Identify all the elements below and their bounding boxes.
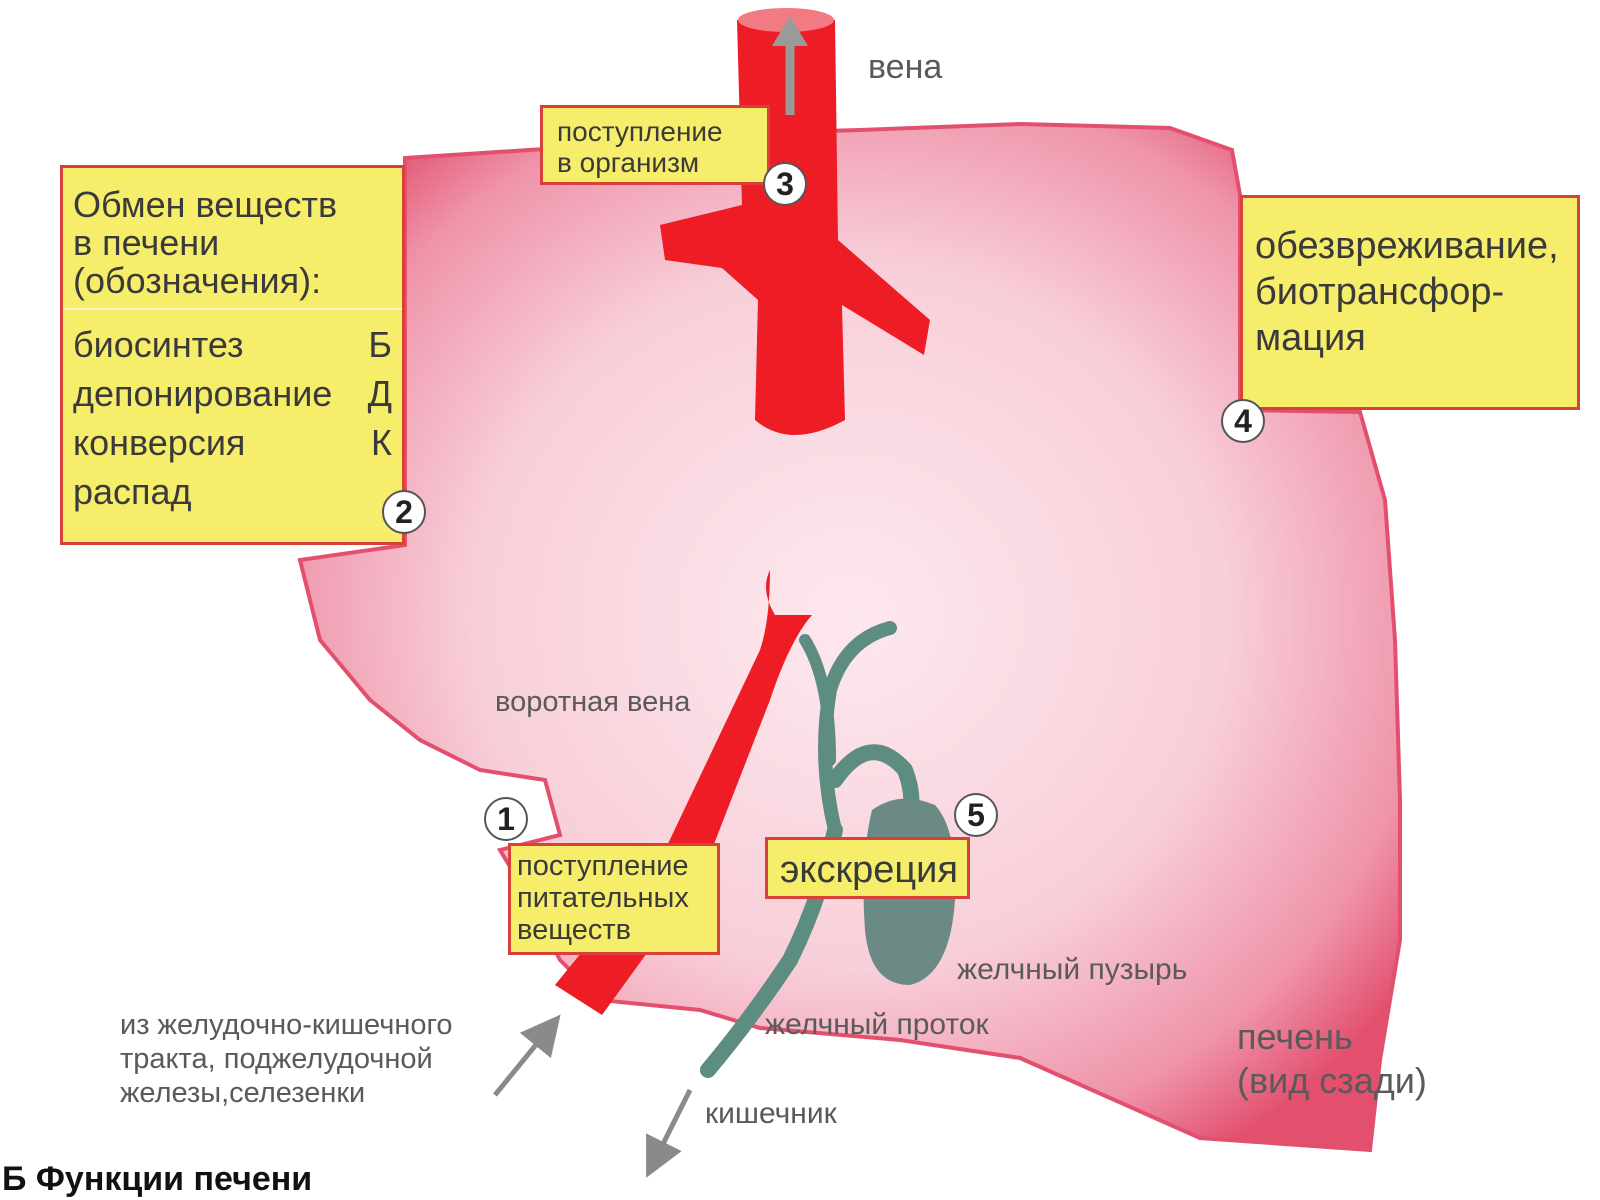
inflow-arrow-icon (493, 1014, 561, 1097)
legend-item-code: Б (368, 324, 392, 365)
source-label-line-1: из желудочно-кишечного (120, 1009, 453, 1041)
step-3-box: поступление в организм (540, 105, 770, 185)
legend-item-breakdown: распад (73, 467, 392, 516)
source-label: из желудочно-кишечного тракта, поджелудо… (120, 1008, 453, 1110)
portal-vein-label: воротная вена (495, 686, 691, 718)
liver-label-line-2: (вид сзади) (1237, 1060, 1427, 1101)
legend-title-line-3: (обозначения): (73, 260, 322, 301)
liver-label-line-1: печень (1237, 1016, 1353, 1057)
legend-title-line-1: Обмен веществ (73, 184, 338, 225)
legend-divider (63, 308, 402, 310)
step-4-box: обезвреживание, биотрансфор- мация (1240, 195, 1580, 410)
step-5-box: экскреция (765, 837, 970, 899)
portal-vein (555, 570, 812, 1015)
step-3-badge: 3 (763, 162, 807, 206)
step-2-badge: 2 (382, 490, 426, 534)
legend-item-deposition: депонирование Д (73, 369, 392, 418)
legend-box: Обмен веществ в печени (обозначения): би… (60, 165, 405, 545)
legend-title-line-2: в печени (73, 222, 220, 263)
legend-item-label: биосинтез (73, 324, 244, 365)
step-3-text-line-1: поступление (557, 116, 723, 147)
legend-item-conversion: конверсия К (73, 418, 392, 467)
gallbladder-label: желчный пузырь (957, 953, 1188, 986)
legend-item-biosynthesis: биосинтез Б (73, 320, 392, 369)
bile-duct-label: желчный проток (765, 1008, 989, 1041)
legend-item-code: К (371, 422, 392, 463)
step-4-text-line-1: обезвреживание, (1255, 225, 1559, 267)
step-4-text-line-2: биотрансфор- (1255, 271, 1505, 313)
step-1-badge: 1 (484, 797, 528, 841)
hepatic-vein (660, 8, 930, 435)
source-label-line-3: железы,селезенки (120, 1077, 366, 1109)
step-5-badge: 5 (954, 793, 998, 837)
legend-item-label: депонирование (73, 373, 333, 414)
step-5-text-line-1: экскреция (780, 849, 958, 891)
figure-caption: Б Функции печени (2, 1160, 313, 1198)
legend-item-label: конверсия (73, 422, 246, 463)
step-4-badge: 4 (1221, 399, 1265, 443)
step-4-text-line-3: мация (1255, 317, 1366, 359)
to-intestine-arrow-icon (646, 1088, 693, 1178)
legend-item-label: распад (73, 471, 192, 512)
step-1-text-line-1: поступление (517, 850, 689, 882)
intestine-label: кишечник (705, 1097, 837, 1130)
step-1-text-line-2: питательных (517, 882, 689, 914)
step-1-text-line-3: веществ (517, 914, 632, 946)
legend-item-code: Д (367, 373, 392, 414)
source-label-line-2: тракта, поджелудочной (120, 1043, 433, 1075)
vein-label: вена (868, 48, 943, 86)
step-1-box: поступление питательных веществ (508, 843, 720, 955)
liver-label: печень (вид сзади) (1237, 1015, 1427, 1103)
outflow-arrowhead-icon (772, 16, 808, 46)
step-3-text-line-2: в организм (557, 147, 700, 178)
